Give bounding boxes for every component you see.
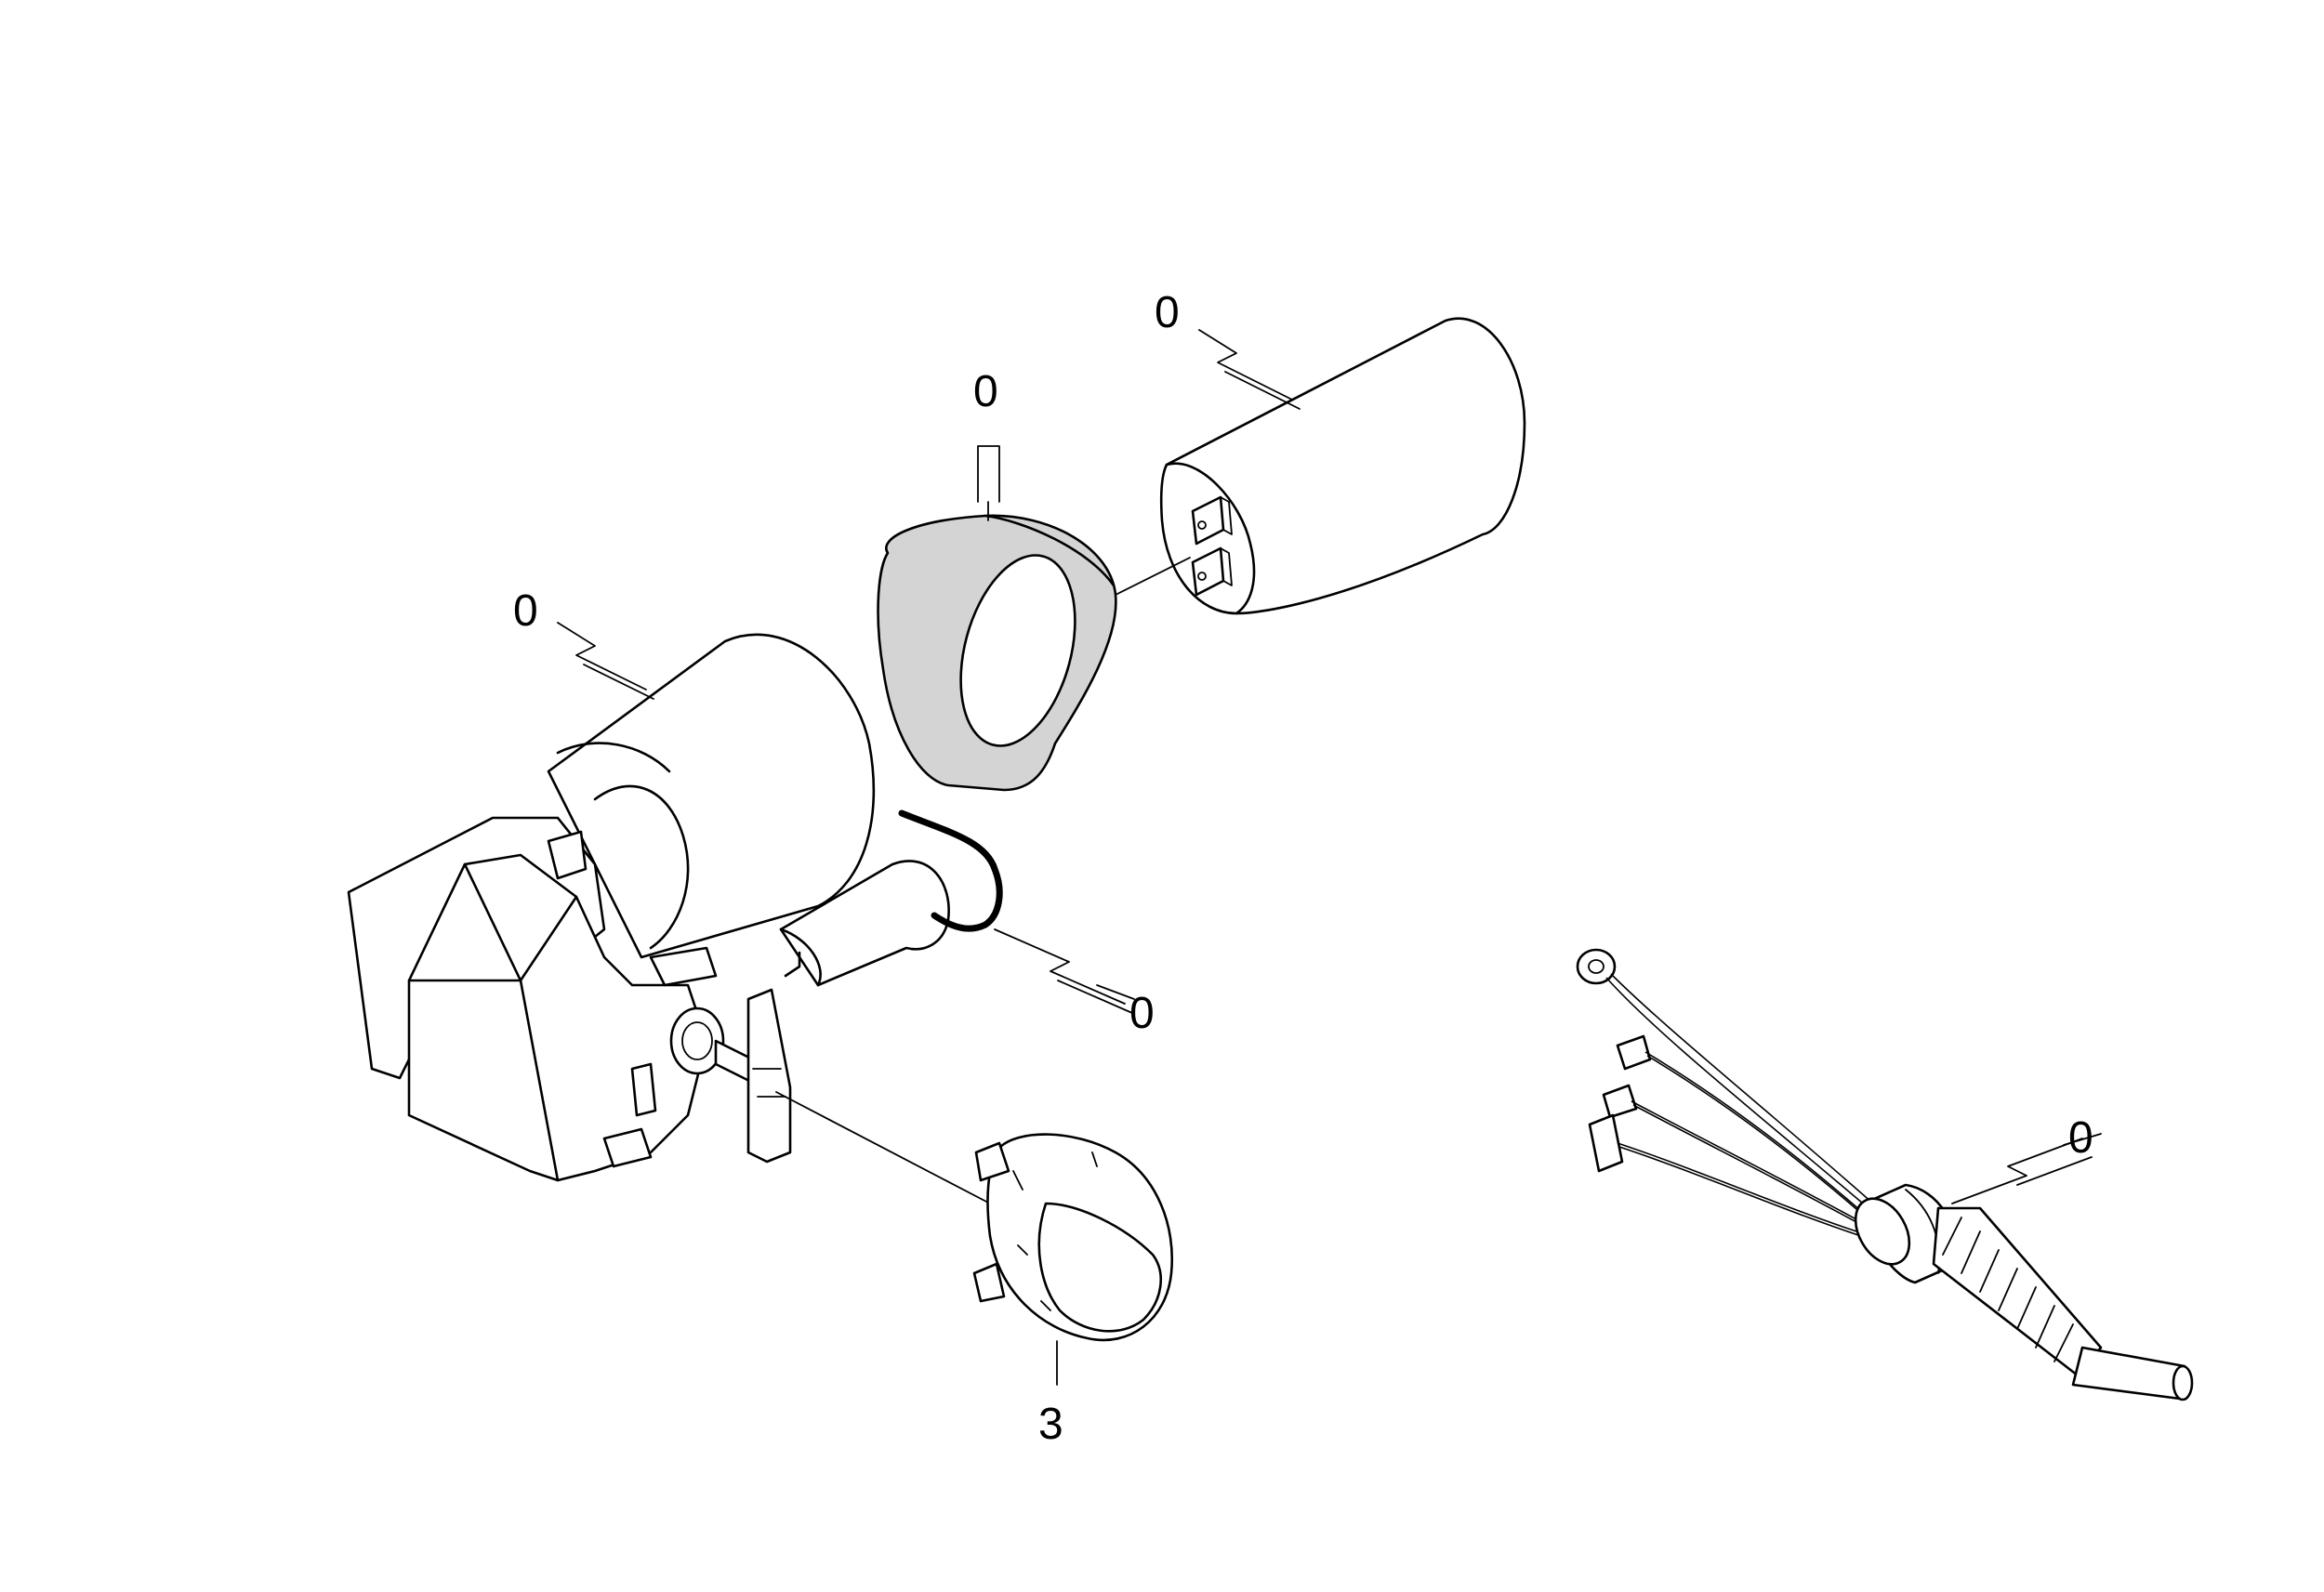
callout-label-motor: 0 (513, 586, 538, 636)
callout-switch: 3 (1038, 1400, 1063, 1449)
callout-label-wire: 0 (1129, 989, 1155, 1038)
callout-motor: 0 (513, 586, 654, 700)
capacitor-part (1115, 317, 1526, 615)
ring-sleeve-part (877, 514, 1117, 792)
callout-label-cable: 0 (2068, 1113, 2093, 1163)
callout-ring: 0 (973, 367, 1000, 521)
callout-capacitor: 0 (1155, 288, 1301, 410)
callout-cable: 0 (1951, 1113, 2102, 1204)
callout-label-ring: 0 (973, 367, 998, 416)
motor-assembly-part (347, 633, 991, 1204)
switch-knob-part (972, 1133, 1174, 1386)
callout-wire: 0 (994, 928, 1155, 1038)
callout-label-capacitor: 0 (1155, 288, 1180, 337)
wire-loop-part (898, 809, 1003, 932)
cable-harness-part (1576, 948, 2194, 1401)
callout-label-switch: 3 (1038, 1400, 1063, 1449)
